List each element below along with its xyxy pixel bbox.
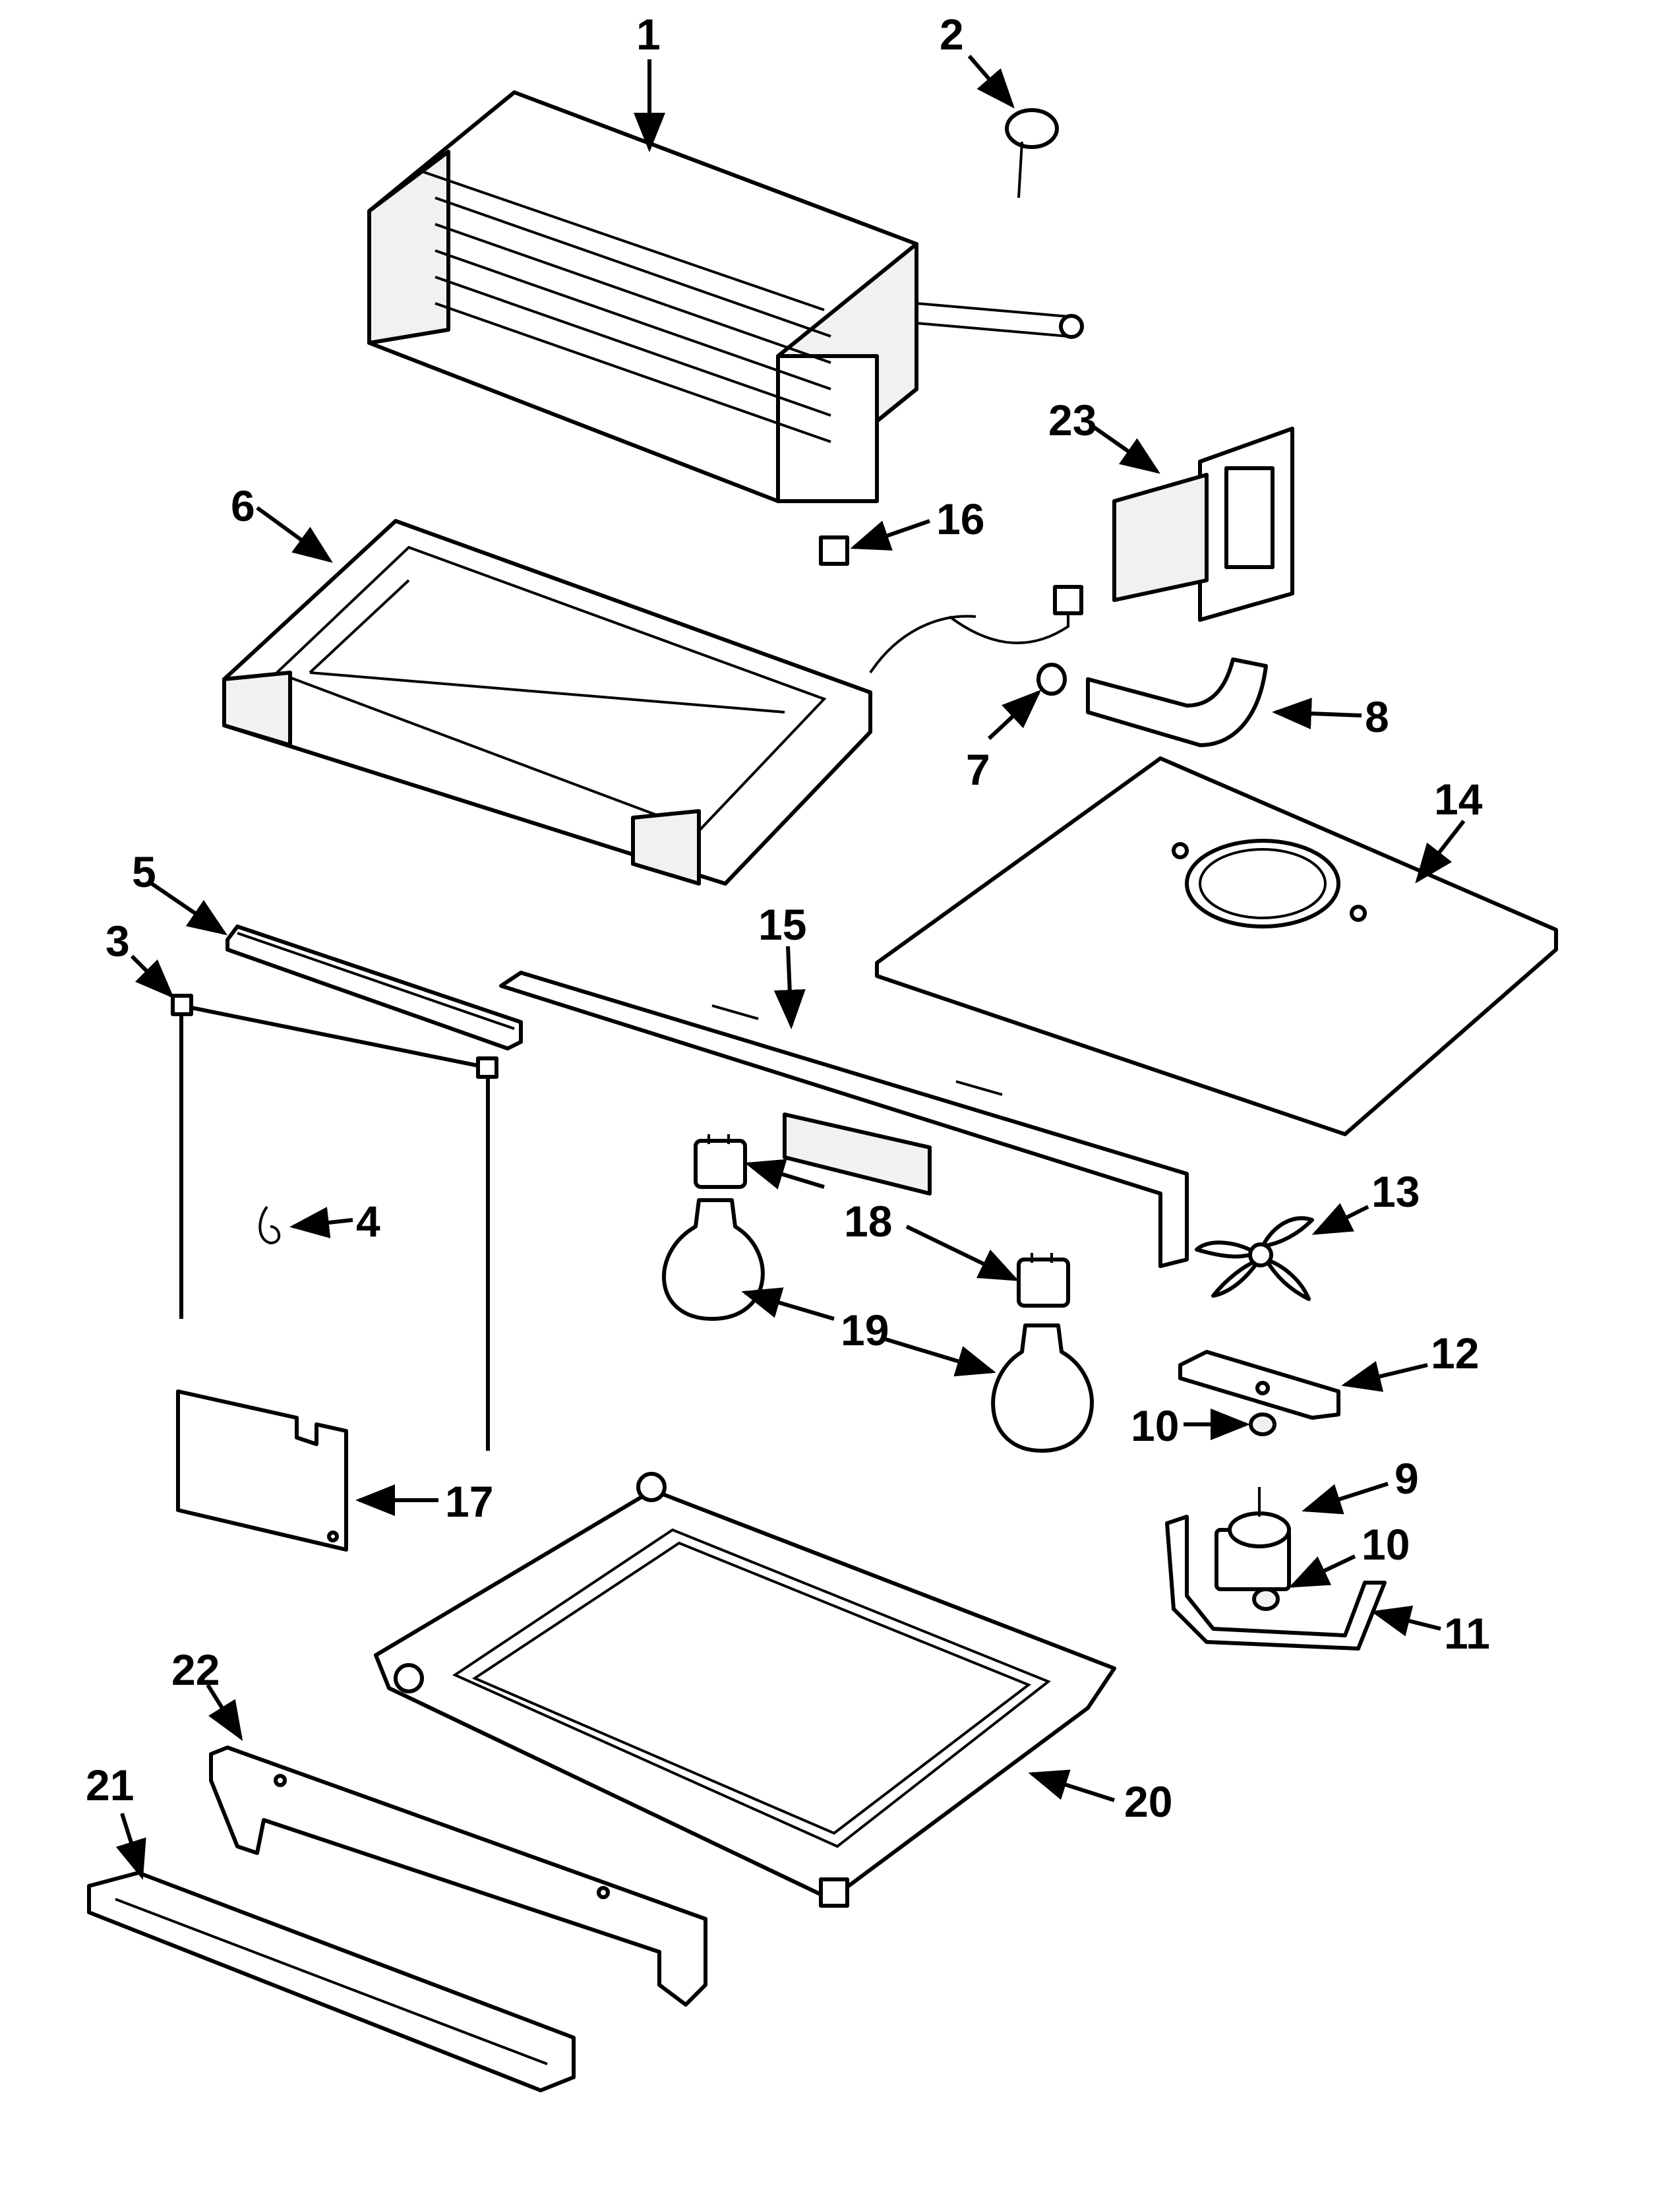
callout-22: 22 [171, 1645, 220, 1694]
callout-10a: 10 [1131, 1401, 1179, 1450]
part-23-damper [1112, 427, 1294, 622]
leader-lines [115, 55, 1466, 1880]
part-14-cover-panel [875, 756, 1558, 1136]
callout-8: 8 [1365, 692, 1389, 741]
callout-6: 6 [231, 481, 255, 530]
callout-12: 12 [1431, 1329, 1479, 1378]
callout-20: 20 [1124, 1777, 1172, 1826]
callout-4: 4 [356, 1197, 380, 1246]
callout-5: 5 [132, 847, 156, 896]
callout-13: 13 [1371, 1167, 1420, 1216]
part-22-front-rail [209, 1746, 707, 2007]
part-11-motor-bracket [1165, 1515, 1387, 1651]
callout-1: 1 [636, 10, 661, 59]
part-15-light-shield [499, 971, 1189, 1268]
callout-labels: 1 2 23 16 6 7 8 14 15 5 3 4 13 18 19 12 … [86, 10, 1490, 1826]
callout-10b: 10 [1362, 1520, 1410, 1569]
callout-19: 19 [841, 1306, 889, 1354]
callout-14: 14 [1434, 775, 1483, 824]
part-10-grommet-upper [1249, 1412, 1276, 1436]
part-12-bracket [1178, 1350, 1340, 1420]
part-13-fan-blade [1195, 1216, 1314, 1301]
part-6-drain-pan [222, 519, 1083, 886]
part-2-thermostat [1005, 108, 1059, 198]
part-10-grommet-lower [1252, 1587, 1280, 1611]
part-8-drain-tube [1086, 657, 1268, 747]
part-18-socket-right [1017, 1253, 1070, 1308]
part-9-fan-motor [1215, 1487, 1291, 1591]
part-18-socket-left [694, 1134, 747, 1189]
callout-21: 21 [86, 1761, 134, 1809]
callout-2: 2 [940, 10, 964, 59]
callout-3: 3 [105, 917, 130, 965]
callout-7: 7 [966, 745, 990, 794]
part-3-shelf-frame [171, 994, 498, 1451]
callout-18: 18 [844, 1197, 892, 1246]
part-7-grommet [1036, 663, 1067, 696]
callout-23: 23 [1048, 396, 1096, 444]
callout-11: 11 [1444, 1609, 1490, 1658]
part-20-shelf [374, 1472, 1116, 1908]
part-1-evaporator [367, 90, 1084, 503]
callout-17: 17 [445, 1477, 493, 1526]
part-16-clip [819, 535, 849, 566]
part-5-trim-strip [225, 925, 523, 1050]
part-4-hook [258, 1205, 281, 1245]
part-17-cover-plate [176, 1389, 348, 1552]
callout-16: 16 [936, 495, 984, 543]
part-19-bulb-left [662, 1198, 765, 1321]
part-21-front-trim [87, 1871, 576, 2092]
callout-9: 9 [1395, 1454, 1419, 1503]
part-19-bulb-right [991, 1323, 1094, 1453]
callout-15: 15 [758, 900, 806, 949]
